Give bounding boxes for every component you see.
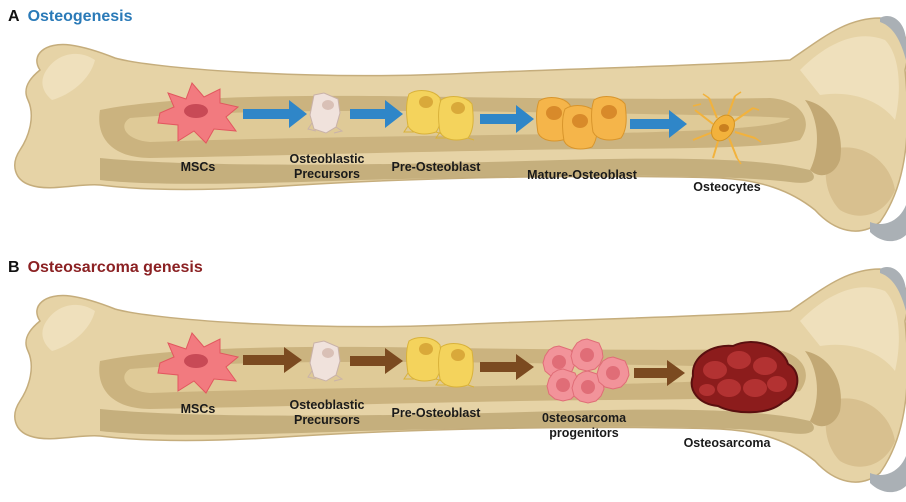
label-msc: MSCs <box>133 402 263 417</box>
label-osteosarcoma: Osteosarcoma <box>662 436 792 451</box>
panel-letter-b: B <box>8 259 20 276</box>
osteosarcoma-illustration <box>0 251 906 502</box>
osteogenesis-illustration <box>0 0 906 251</box>
label-pre-osteoblast: Pre-Osteoblast <box>371 160 501 175</box>
mature-osteoblast-cell <box>592 97 627 140</box>
label-mature-osteoblast: Mature-Osteoblast <box>517 168 647 183</box>
osteosarcoma-tumor <box>692 342 798 412</box>
panel-a-header: A Osteogenesis <box>8 8 133 26</box>
label-progenitors-line1: 0steosarcoma <box>519 411 649 426</box>
label-osteocytes: Osteocytes <box>662 180 792 195</box>
pre-osteoblast-cell <box>436 344 474 387</box>
label-msc: MSCs <box>133 160 263 175</box>
pre-osteoblast-cell <box>436 97 474 140</box>
label-osteosarcoma-progenitors: 0steosarcoma progenitors <box>519 411 649 441</box>
panel-b-title: Osteosarcoma genesis <box>28 259 203 276</box>
panel-b-header: B Osteosarcoma genesis <box>8 259 203 277</box>
panel-a-title: Osteogenesis <box>28 8 133 25</box>
label-pre-osteoblast: Pre-Osteoblast <box>371 406 501 421</box>
precursor-cell <box>308 93 342 133</box>
pre-osteoblast-cell <box>404 91 442 134</box>
label-progenitors-line2: progenitors <box>519 426 649 441</box>
precursor-cell <box>308 341 342 381</box>
pre-osteoblast-cell <box>404 338 442 381</box>
panel-letter-a: A <box>8 8 20 25</box>
